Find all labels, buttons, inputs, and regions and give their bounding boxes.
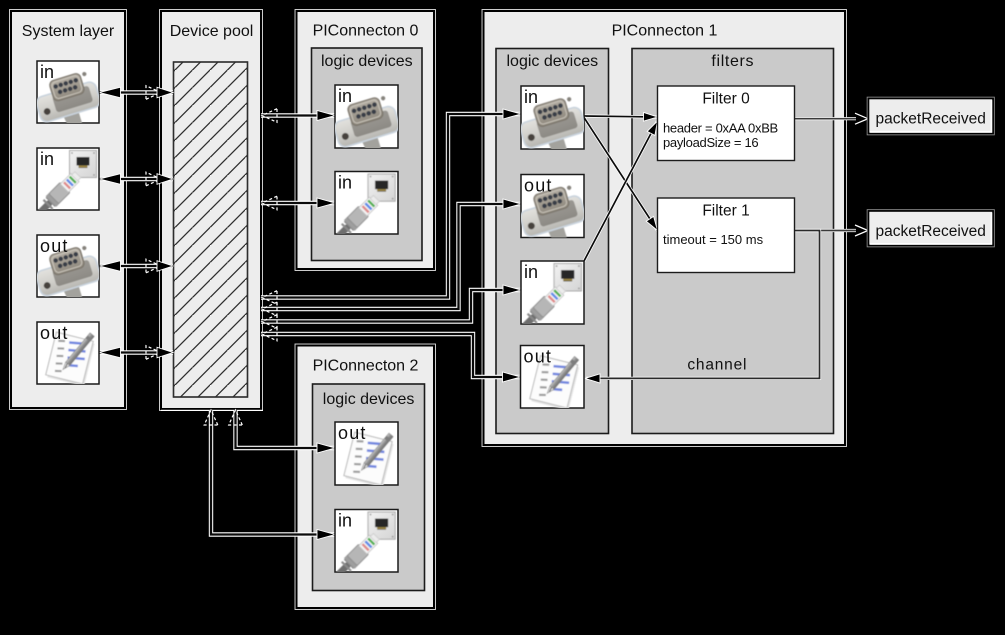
svg-text:packetReceived: packetReceived [876,223,986,240]
svg-text:out: out [40,236,69,256]
svg-text:in: in [524,262,538,282]
svg-text:out: out [338,423,367,443]
svg-text:out: out [40,323,69,343]
svg-text:in: in [338,86,352,106]
svg-text:logic devices: logic devices [506,53,598,70]
svg-text:Filter 1: Filter 1 [702,203,749,220]
svg-text:out: out [524,347,553,367]
svg-text:filters: filters [711,53,754,70]
svg-text:Device pool: Device pool [170,23,254,40]
svg-text:in: in [338,173,352,193]
svg-text:in: in [40,149,54,169]
svg-text:System layer: System layer [22,23,115,40]
svg-text:logic devices: logic devices [323,391,415,408]
svg-text:logic devices: logic devices [321,53,413,70]
svg-text:in: in [524,87,538,107]
svg-text:timeout = 150 ms: timeout = 150 ms [663,232,764,247]
svg-text:channel: channel [687,357,747,374]
svg-text:PIConnecton 0: PIConnecton 0 [313,23,419,40]
svg-text:out: out [524,176,553,196]
svg-text:header = 0xAA 0xBB: header = 0xAA 0xBB [663,121,778,136]
svg-text:in: in [338,511,352,531]
svg-text:Filter 0: Filter 0 [702,91,750,108]
svg-text:PIConnecton 2: PIConnecton 2 [313,358,419,375]
svg-text:payloadSize = 16: payloadSize = 16 [663,135,758,150]
svg-text:in: in [40,62,54,82]
svg-text:packetReceived: packetReceived [876,111,986,128]
svg-text:PIConnecton 1: PIConnecton 1 [612,23,718,40]
